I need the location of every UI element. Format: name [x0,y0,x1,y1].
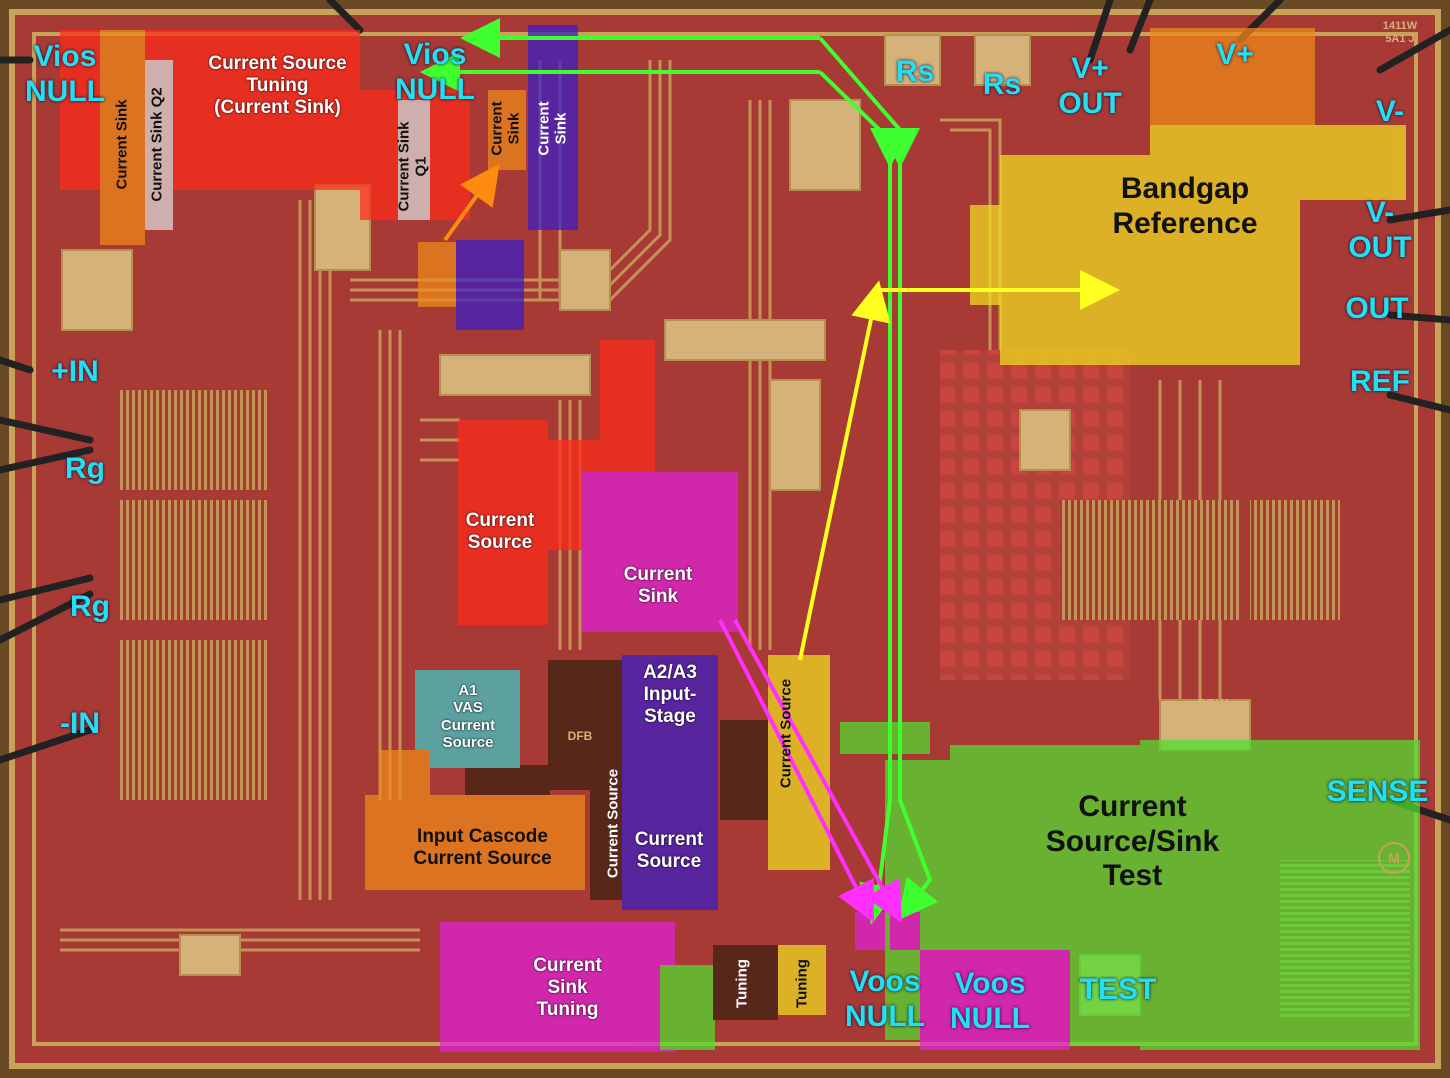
label-current-sink-q2: Current Sink Q2 [148,87,166,202]
pin-plus-in: +IN [51,355,99,388]
marking-dfb: DFB [567,729,593,743]
pin-rg-2: Rg [70,590,110,623]
pin-rs-1: Rs [895,55,935,88]
pin-rs-2: Rs [982,68,1022,101]
label-current-sink-v1: Current Sink [113,99,131,190]
pin-vplus-out: V+OUT [1058,52,1122,120]
pin-rg-1: Rg [65,452,105,485]
pin-minus-in: -IN [60,707,100,740]
pin-vminus-out: V-OUT [1348,196,1412,264]
label-current-source-vert1: Current Source [604,768,622,879]
label-current-source-vert2: Current Source [777,678,795,789]
marking-gbw: GBW [1196,696,1228,711]
pin-ref: REF [1350,365,1410,398]
pin-sense: SENSE [1326,775,1429,808]
pin-test: TEST [1079,973,1157,1006]
pin-vplus: V+ [1216,38,1254,71]
label-tuning-2: Tuning [793,959,811,1008]
marking-logo: M [1378,842,1410,874]
pin-out: OUT [1345,292,1409,325]
pin-vminus: V- [1375,95,1405,128]
label-tuning-1: Tuning [733,959,751,1008]
